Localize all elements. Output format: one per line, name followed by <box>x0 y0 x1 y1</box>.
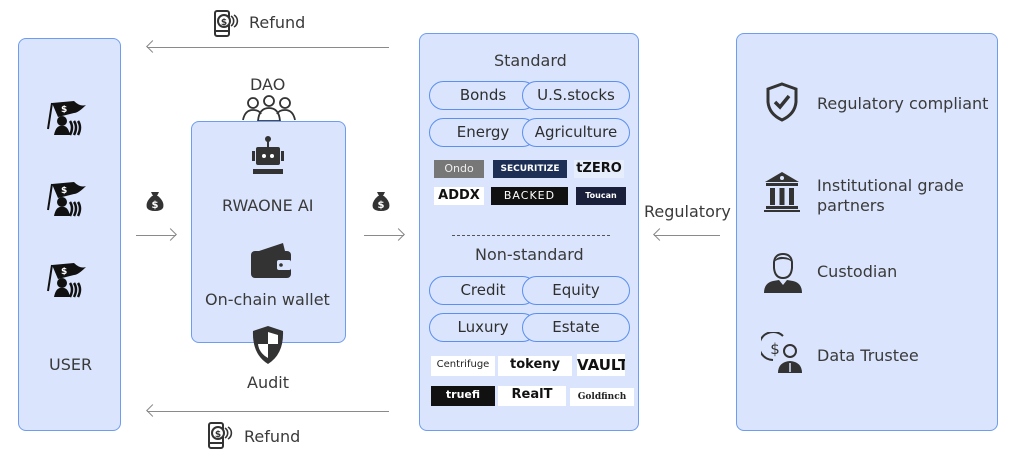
person-icon <box>763 252 803 298</box>
regulatory-label: Regulatory <box>644 202 731 221</box>
logo-backed: BACKED <box>491 187 568 205</box>
svg-text:$: $ <box>61 267 67 277</box>
invest-arrow-left <box>136 235 176 236</box>
category-pill-equity[interactable]: Equity <box>522 276 630 305</box>
robot-icon <box>250 135 286 183</box>
refund-phone-icon: $ <box>207 422 233 454</box>
logo-goldfinch: Goldfinch <box>570 388 634 406</box>
refund-bottom-arrow <box>147 411 389 412</box>
section-divider <box>452 235 610 236</box>
audit-label: Audit <box>247 373 289 392</box>
svg-text:$: $ <box>770 340 780 358</box>
non-standard-title: Non-standard <box>475 245 584 264</box>
logo-truefi: truefi <box>431 386 495 406</box>
refund-top-arrow <box>147 47 389 48</box>
logo-tzero: tZERO <box>574 160 624 178</box>
dollar-person-icon: $ <box>758 331 803 378</box>
category-pill-agriculture[interactable]: Agriculture <box>522 118 630 147</box>
money-bag-icon: $ <box>370 190 392 216</box>
logo-vault: VAULT <box>577 354 625 376</box>
logo-ondo: Ondo <box>434 160 484 178</box>
compliance-box: Regulatory compliant Institutional grade… <box>736 33 998 431</box>
compliance-item-institutional-line2: partners <box>817 196 885 215</box>
logo-realt: RealT <box>498 386 566 406</box>
svg-text:$: $ <box>378 200 385 211</box>
dao-group-icon <box>241 94 297 126</box>
assets-box: Standard Bonds U.S.stocks Energy Agricul… <box>419 33 639 431</box>
standard-title: Standard <box>494 51 567 70</box>
investor-flag-icon: $ <box>44 99 86 141</box>
money-bag-icon: $ <box>144 190 166 216</box>
svg-text:$: $ <box>221 18 227 28</box>
audit-shield-icon <box>250 324 286 370</box>
refund-top-label: Refund <box>249 13 306 32</box>
compliance-item-institutional-line1: Institutional grade <box>817 176 964 195</box>
shield-check-icon <box>765 82 799 126</box>
svg-text:$: $ <box>152 200 159 211</box>
compliance-item-custodian: Custodian <box>817 262 898 281</box>
refund-bottom-label: Refund <box>244 427 301 446</box>
svg-text:$: $ <box>61 105 67 115</box>
wallet-icon <box>249 241 293 283</box>
logo-securitize: SECURITIZE <box>493 160 567 178</box>
platform-box: RWAONE AI On-chain wallet <box>191 121 346 343</box>
user-box: $ $ $ USER <box>18 38 121 431</box>
category-pill-estate[interactable]: Estate <box>522 313 630 342</box>
svg-text:$: $ <box>215 430 221 440</box>
logo-tokeny: tokeny <box>498 356 572 376</box>
investor-flag-icon: $ <box>44 261 86 303</box>
logo-toucan: Toucan <box>576 187 626 205</box>
compliance-item-regulatory: Regulatory compliant <box>817 94 989 113</box>
logo-addx: ADDX <box>434 187 484 205</box>
invest-arrow-right <box>364 235 404 236</box>
category-pill-credit[interactable]: Credit <box>429 276 537 305</box>
category-pill-bonds[interactable]: Bonds <box>429 81 537 110</box>
bank-icon <box>763 171 801 217</box>
logo-centrifuge: Centrifuge <box>431 356 495 376</box>
investor-flag-icon: $ <box>44 180 86 222</box>
user-label: USER <box>49 355 93 374</box>
category-pill-energy[interactable]: Energy <box>429 118 537 147</box>
dao-label: DAO <box>250 75 286 94</box>
rwaone-ai-label: RWAONE AI <box>222 196 314 215</box>
refund-phone-icon: $ <box>213 10 239 42</box>
wallet-label: On-chain wallet <box>205 290 330 309</box>
svg-text:$: $ <box>61 186 67 196</box>
compliance-item-data-trustee: Data Trustee <box>817 346 919 365</box>
regulatory-arrow <box>654 235 720 236</box>
category-pill-luxury[interactable]: Luxury <box>429 313 537 342</box>
category-pill-us-stocks[interactable]: U.S.stocks <box>522 81 630 110</box>
